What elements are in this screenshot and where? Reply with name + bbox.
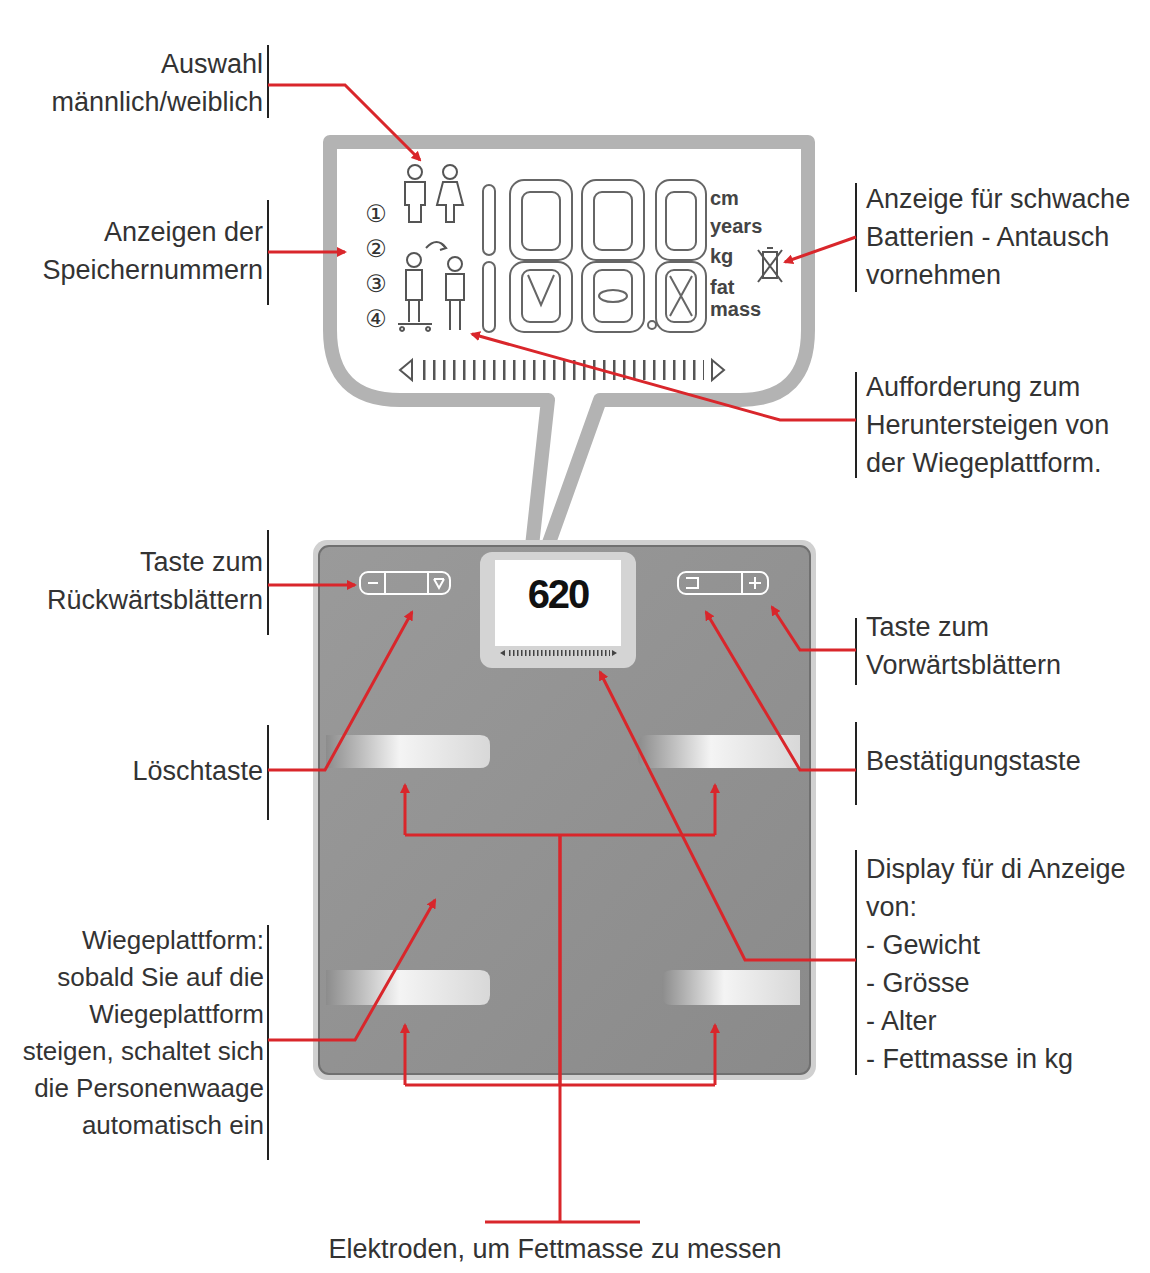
unit-label: fat mass [710, 276, 770, 320]
electrode [326, 735, 490, 768]
electrode [638, 735, 800, 768]
unit-label: kg [710, 244, 790, 268]
callout-label: Display für di Anzeige von: [866, 850, 1146, 926]
memory-number: ① [361, 199, 391, 229]
weight-readout: 620 [503, 572, 613, 616]
list-item: - Gewicht [866, 926, 1136, 964]
unit-label: cm [710, 186, 790, 210]
memory-number: ④ [361, 304, 391, 334]
callout-label: Löschtaste [23, 752, 263, 790]
callout-label: Elektroden, um Fettmasse zu messen [245, 1230, 865, 1268]
callout-label: Wiegeplattform: sobald Sie auf die Wiege… [6, 922, 264, 1144]
callout-label: Auswahl männlich/weiblich [23, 45, 263, 121]
electrode [662, 970, 800, 1005]
list-item: - Alter [866, 1002, 1136, 1040]
callout-label: Aufforderung zum Heruntersteigen von der… [866, 368, 1141, 482]
scale-body [313, 540, 816, 1080]
label-bars [268, 45, 856, 1160]
electrode [326, 970, 490, 1005]
list-item: - Fettmasse in kg [866, 1040, 1136, 1078]
callout-label: Taste zum Rückwärtsblättern [23, 543, 263, 619]
lcd-panel [330, 142, 808, 610]
callout-label: Anzeigen der Speichernummern [23, 213, 263, 289]
memory-number: ③ [361, 269, 391, 299]
callout-label: Bestätigungstaste [866, 742, 1126, 780]
callout-label: Taste zum Vorwärtsblättern [866, 608, 1126, 684]
unit-label: years [710, 214, 790, 238]
list-item: - Grösse [866, 964, 1136, 1002]
callout-label: Anzeige für schwache Batterien - Antausc… [866, 180, 1146, 294]
leader-lines [268, 85, 856, 1222]
memory-number: ② [361, 234, 391, 264]
